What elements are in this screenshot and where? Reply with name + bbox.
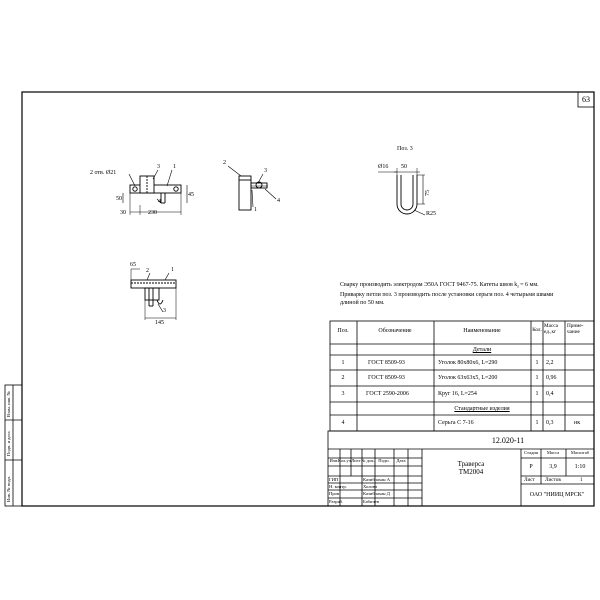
view2-pos-label: 3: [264, 168, 267, 174]
spec-header-mass: Масса ед.,кг: [544, 323, 558, 335]
view3-dimension: 65: [130, 262, 136, 268]
spec-cell-pos: 3: [341, 391, 345, 397]
role-label: Разраб.: [329, 499, 344, 504]
change-header: Изм.: [329, 458, 339, 463]
spec-header-name: Наименование: [463, 328, 501, 334]
sheet-label: Лист: [524, 477, 535, 483]
change-header: Лист: [351, 458, 361, 463]
sheets-label: Листов: [545, 477, 561, 483]
spec-section-standard: Стандартные изделия: [454, 406, 510, 412]
sheets-count: 1: [580, 477, 583, 483]
spec-cell-name: Круг 16, L=254: [438, 391, 477, 397]
sheet-frame: [21, 91, 595, 507]
product-name: Траверса: [457, 460, 485, 468]
view1-drawing: [122, 169, 188, 215]
title-block-lines: [327, 430, 595, 507]
spec-cell-name: Уголок 63х63х5, L=200: [438, 375, 498, 381]
stage-value: Р: [529, 464, 533, 470]
detail-dimension: 50: [401, 164, 407, 170]
spec-cell-mass: 0,3: [546, 420, 554, 426]
spec-section-details: Детали: [472, 347, 492, 353]
detail-dimension: 75: [425, 190, 431, 196]
signer-name: Холова: [363, 484, 378, 489]
spec-header-designation: Обозначение: [378, 328, 412, 334]
spec-cell-name: Уголок 80х80х6, L=290: [438, 360, 498, 366]
view3-pos-label: 3: [163, 308, 166, 314]
spec-cell-name: Серьга С 7-16: [438, 420, 474, 426]
role-label: Н. контр.: [329, 484, 347, 489]
page-number: 63: [582, 95, 590, 104]
mass-label: Масса: [546, 450, 560, 455]
product-code: ТМ2004: [458, 468, 484, 476]
role-label: Пров.: [329, 491, 341, 496]
scale-value: 1:10: [574, 464, 586, 470]
spec-cell-designation: ГОСТ 8509-93: [368, 360, 405, 366]
view1-pos-label: 3: [157, 164, 160, 170]
change-header: Кол.уч.: [337, 458, 353, 463]
spec-cell-mass: 0,4: [546, 391, 554, 397]
signer-name: Казиблахан Д: [363, 491, 390, 496]
assembly-note: Приварку петли поз. 3 производить после …: [340, 292, 554, 298]
assembly-note-cont: длиной по 50 мм.: [340, 300, 385, 306]
detail-dimension: Ø16: [378, 164, 389, 170]
weld-note-text-end: = 6 мм.: [518, 282, 539, 288]
spec-cell-designation: ГОСТ 8509-93: [368, 375, 405, 381]
company-name: ОАО "НИИЦ МРСК": [529, 492, 585, 498]
role-label: ГИП: [329, 477, 339, 482]
stamp-signature-date: Подп. и дата: [6, 431, 11, 456]
stamp-replacement-inventory: Взам. инв. №: [6, 391, 11, 417]
change-header: Дата: [396, 458, 406, 463]
spec-cell-qty: 1: [535, 420, 539, 426]
weld-note-text: Сварку производить электродом Э50А ГОСТ …: [340, 282, 518, 288]
stamp-inventory-number: Инв. № подл.: [6, 475, 11, 502]
spec-cell-qty: 1: [535, 360, 539, 366]
change-header: № док.: [361, 458, 375, 463]
document-number: 12.020-11: [491, 436, 525, 445]
hole-note: 2 отв. Ø21: [90, 170, 117, 176]
view1-pos-label: 1: [173, 164, 176, 170]
view3-pos-label: 1: [171, 267, 174, 273]
weld-note-subscript: f: [517, 284, 519, 290]
view2-pos-label: 2: [223, 160, 226, 166]
view2-drawing: [227, 165, 277, 211]
spec-cell-designation: ГОСТ 2590-2006: [366, 391, 409, 397]
spec-cell-pos: 2: [341, 375, 345, 381]
view3-pos-label: 2: [146, 268, 149, 274]
side-stamp: [4, 384, 23, 507]
view3-dimension: 145: [155, 320, 164, 326]
mass-value: 3,9: [549, 464, 557, 470]
spec-cell-qty: 1: [535, 375, 539, 381]
spec-header-note: Приме- чание: [567, 323, 584, 335]
page-number-box: [577, 91, 595, 108]
view1-pos-label: 4: [158, 199, 161, 205]
view1-dimension: 50: [116, 196, 122, 202]
view2-pos-label: 1: [254, 207, 257, 213]
spec-cell-qty: 1: [535, 391, 539, 397]
view1-dimension: 30: [120, 210, 126, 216]
spec-header-qty: Кол.: [532, 327, 542, 333]
signer-name: Бабичев: [363, 499, 379, 504]
spec-cell-note: нк: [574, 420, 581, 426]
spec-table-lines: [329, 320, 595, 432]
spec-cell-mass: 2,2: [546, 360, 554, 366]
spec-cell-pos: 1: [341, 360, 345, 366]
spec-cell-mass: 0,96: [546, 375, 557, 381]
scale-label: Масштаб: [570, 450, 590, 455]
view3-drawing: [130, 268, 177, 320]
spec-cell-pos: 4: [341, 420, 345, 426]
detail-dimension: R25: [426, 211, 437, 217]
view1-dimension: 45: [188, 192, 194, 198]
stage-label: Стадия: [523, 450, 539, 455]
spec-header-pos: Поз.: [337, 328, 349, 334]
weld-note: Сварку производить электродом Э50А ГОСТ …: [340, 282, 539, 289]
signer-name: Казиблахан А: [363, 477, 391, 482]
detail-pos3-drawing: [378, 168, 426, 216]
change-header: Подп.: [378, 458, 390, 463]
view2-pos-label: 4: [277, 198, 280, 204]
view1-dimension: 230: [148, 210, 157, 216]
detail-title: Поз. 3: [397, 146, 413, 152]
